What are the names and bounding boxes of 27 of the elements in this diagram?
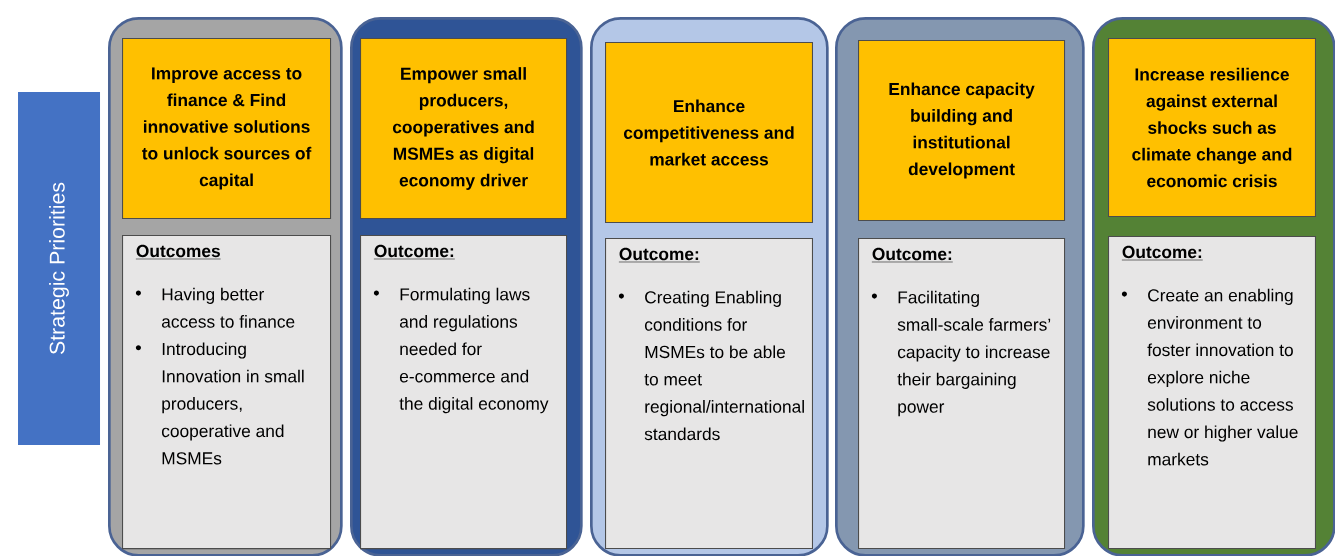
priority-text: Increase resilience against external shocks such as climate change and economic crisis [1132,67,1292,188]
priority-box [858,40,1066,222]
priority-box [1108,38,1316,218]
bullet-item: Introducing Innovation in small producers, cooperative and MSMEs [135,342,304,465]
outcome-box [858,238,1066,550]
outcome-heading: Outcome: [373,244,456,260]
priority-text: Enhance capacity building and institutional development [889,82,1035,179]
bullet-item: Formulating laws and regulations needed for e-commerce and the digital economy [373,287,549,414]
outcome-heading: Outcomes [135,244,221,260]
priority-text: Empower small producers, cooperatives and MSMEs as digital economy driver [392,67,534,190]
priority-box [605,42,813,224]
priority-text: Enhance competitiveness and market access [623,99,794,166]
priority-box [122,38,332,220]
bullet-item: Creating Enabling conditions for MSMEs to be able to meet regional/international standards [618,290,804,441]
bullet-item: Facilitating small-scale farmers’ capacity to increase their bargaining power [871,290,1051,417]
outcome-box [605,238,813,550]
priority-text: Improve access to finance & Find innovative solutions to unlock sources of capital [142,67,312,190]
outcome-box [360,235,568,550]
outcome-heading: Outcome: [1121,245,1204,261]
priority-box [360,38,568,220]
outcome-heading: Outcome: [618,247,701,263]
outcome-heading: Outcome: [871,247,954,263]
bullet-item: Create an enabling environment to foster innovation to explore niche solutions to access new or higher value markets [1121,288,1298,466]
outcome-box [122,235,332,550]
outcome-box [1108,236,1316,550]
bullet-item: Having better access to finance [135,287,295,328]
side-label-box: Strategic Priorities [18,92,100,445]
